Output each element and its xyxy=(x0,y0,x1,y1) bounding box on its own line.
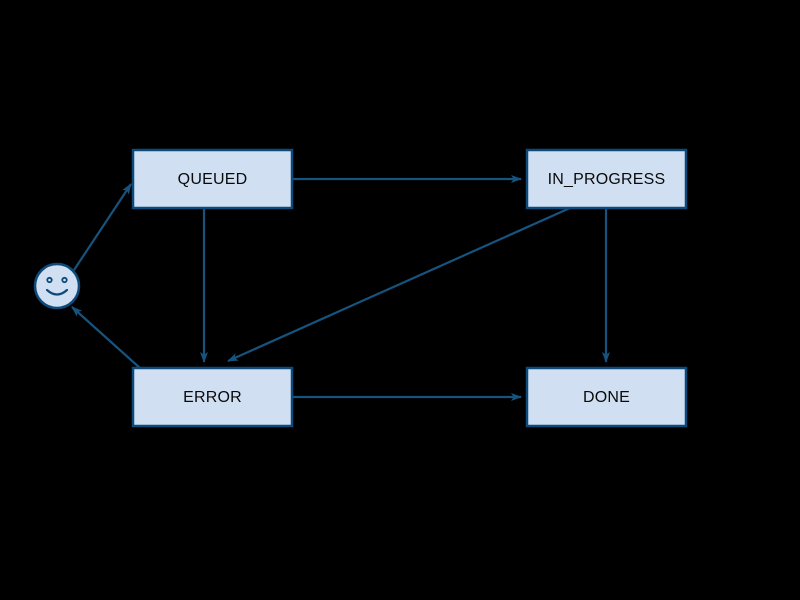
state-label-queued: QUEUED xyxy=(178,171,248,188)
edges-layer xyxy=(71,175,610,401)
state-label-done: DONE xyxy=(583,389,630,406)
edge-error-to-start xyxy=(71,306,141,369)
start-node-smile-icon xyxy=(45,288,69,296)
state-label-error: ERROR xyxy=(183,389,242,406)
state-node-in_progress[interactable]: IN_PROGRESS xyxy=(525,148,688,210)
state-box-error[interactable] xyxy=(131,366,294,428)
start-node-circle[interactable] xyxy=(33,262,81,310)
state-node-queued[interactable]: QUEUED xyxy=(131,148,294,210)
state-box-in_progress[interactable] xyxy=(525,148,688,210)
state-box-queued[interactable] xyxy=(131,148,294,210)
state-node-done[interactable]: DONE xyxy=(525,366,688,428)
start-node-left-eye-icon xyxy=(46,276,53,284)
state-label-in_progress: IN_PROGRESS xyxy=(548,171,666,188)
state-box-done[interactable] xyxy=(525,366,688,428)
state-node-error[interactable]: ERROR xyxy=(131,366,294,428)
start-node-right-eye-icon xyxy=(61,276,68,284)
edge-start-to-queued xyxy=(73,183,132,271)
nodes-layer: QUEUED IN_PROGRESS ERROR DONE xyxy=(131,148,688,428)
edge-in_progress-to-error xyxy=(227,206,571,363)
start-node[interactable] xyxy=(33,262,81,310)
